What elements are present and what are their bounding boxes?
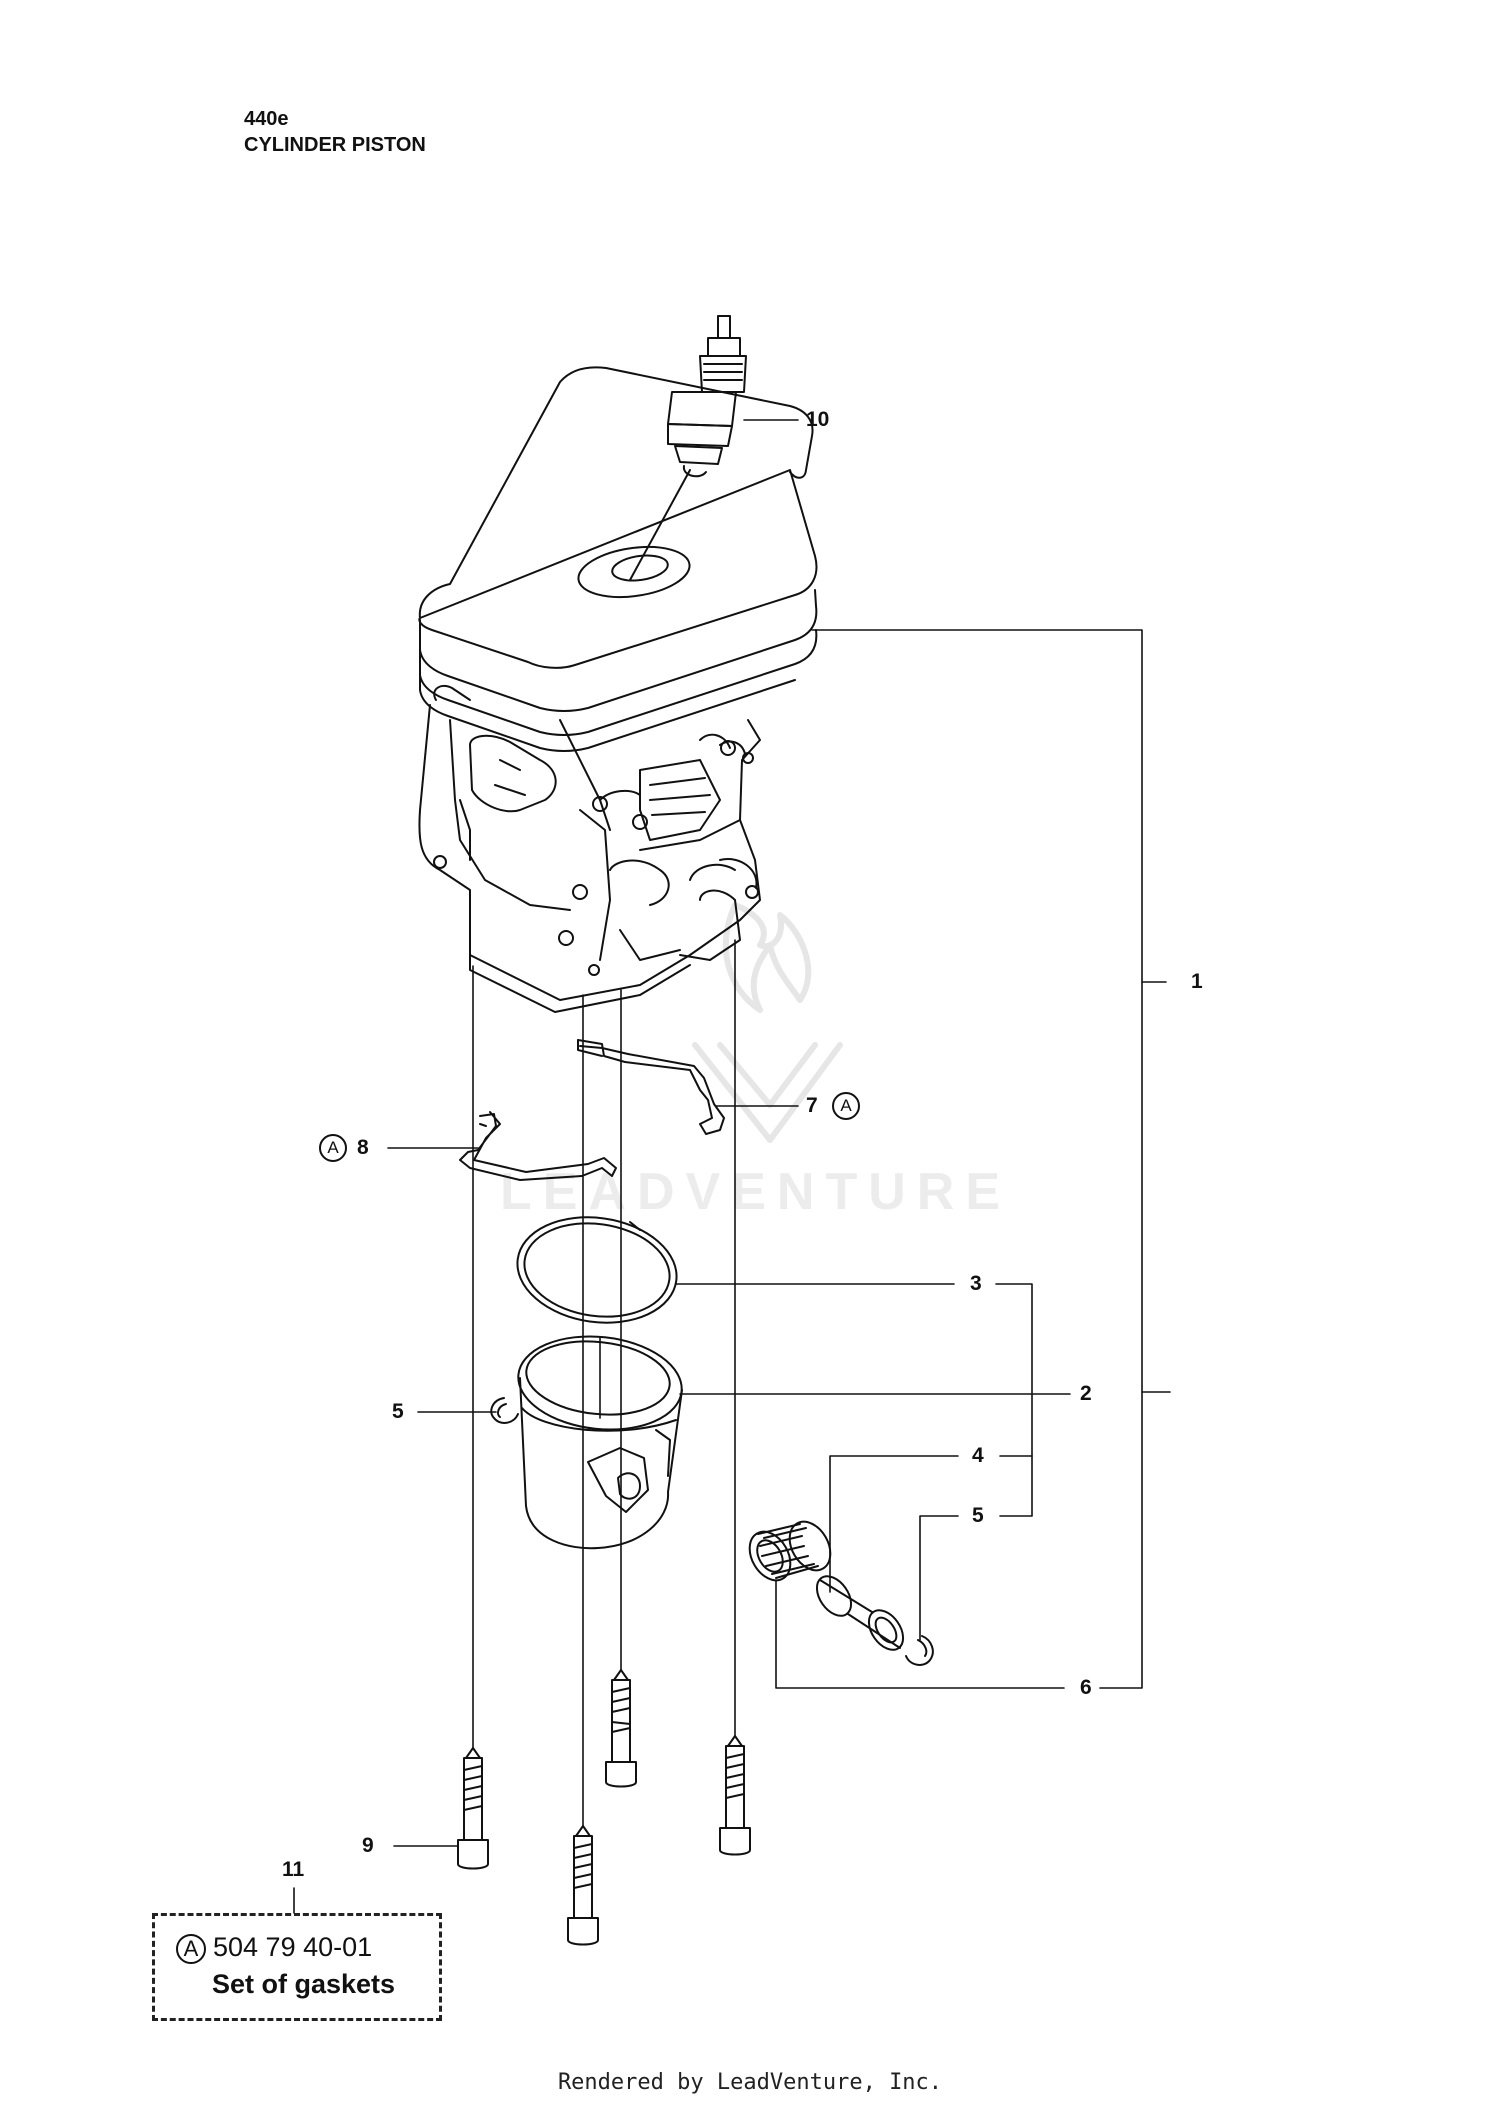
callout-2: 2 [1080,1382,1092,1405]
gasket-set-marker-8: A [319,1134,347,1162]
callout-4: 4 [972,1444,984,1467]
footer-credit: Rendered by LeadVenture, Inc. [557,2070,943,2095]
section-title: CYLINDER PISTON [244,134,426,156]
gasket-set-marker-7: A [832,1092,860,1120]
model-title: 440e [244,108,289,130]
piston-ring [516,1216,678,1324]
watermark-logo [692,902,843,1143]
spark-plug [667,315,747,478]
cylinder-bolt-right [719,1735,751,1856]
cylinder-bolt-front [567,1825,599,1946]
callout-6: 6 [1080,1676,1092,1699]
needle-bearing [748,1520,832,1582]
gasket-8 [459,1111,617,1181]
callout-3: 3 [970,1272,982,1295]
wrist-pin-clip-right [905,1635,934,1666]
wrist-pin [815,1575,905,1651]
callout-10: 10 [806,408,830,431]
leader-lines [293,419,1171,1914]
bolt-axis-lines [472,939,736,1827]
wrist-pin-clip-left [490,1397,519,1424]
gasket-set-part-number: 504 79 40-01 [213,1932,373,1962]
callout-9: 9 [362,1834,374,1857]
leader-line-10-axis [629,469,691,581]
gasket-set-marker: A [176,1934,206,1964]
gasket-set-box: A 504 79 40-01 Set of gaskets [152,1913,442,2021]
gasket-set-description: Set of gaskets [212,1969,396,1999]
cylinder-bolt-left [457,1747,489,1870]
cylinder-bolt-rear [605,1669,637,1788]
callout-11: 11 [282,1858,305,1881]
callout-5-left: 5 [392,1400,404,1423]
callout-1: 1 [1191,970,1203,993]
callout-5-right: 5 [972,1504,984,1527]
cylinder [418,366,818,1013]
callout-7: 7 [806,1094,818,1117]
piston [517,1335,683,1550]
callout-8: 8 [357,1136,369,1159]
